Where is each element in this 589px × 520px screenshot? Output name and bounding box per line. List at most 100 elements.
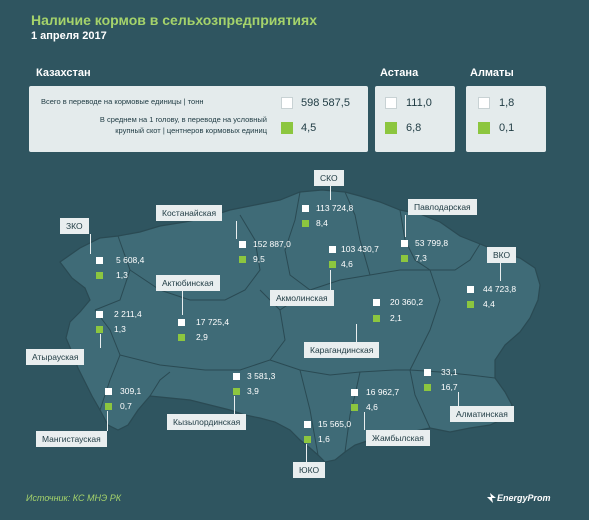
total-marker-icon bbox=[96, 257, 103, 264]
region-label-mangystau: Мангистауская bbox=[36, 431, 107, 447]
zhambyl-total: 16 962,7 bbox=[366, 387, 400, 397]
kostanay-per-head: 9,5 bbox=[253, 254, 265, 264]
region-label-almaty-reg: Алматинская bbox=[450, 406, 514, 422]
region-label-zko: ЗКО bbox=[60, 218, 89, 234]
pin-mangystau bbox=[107, 411, 108, 431]
almaty-panel: 1,8 0,1 bbox=[466, 86, 546, 152]
pin-pavlodar bbox=[405, 215, 406, 237]
source-note: Источник: КС МНЭ РК bbox=[26, 493, 122, 503]
energyprom-logo-icon bbox=[487, 493, 496, 503]
page-title: Наличие кормов в сельхозпредприятиях bbox=[31, 12, 317, 28]
pin-karaganda bbox=[356, 324, 357, 342]
pin-kostanay bbox=[236, 221, 237, 239]
region-label-pavlodar: Павлодарская bbox=[408, 199, 477, 215]
karaganda-total: 20 360,2 bbox=[390, 297, 424, 307]
per-head-marker-icon bbox=[385, 122, 397, 134]
region-label-karaganda: Карагандинская bbox=[304, 342, 380, 358]
per-head-marker-icon bbox=[329, 261, 336, 268]
total-marker-icon bbox=[478, 97, 490, 109]
per-head-marker-icon bbox=[233, 388, 240, 395]
vko-total: 44 723,8 bbox=[483, 284, 517, 294]
page-date: 1 апреля 2017 bbox=[31, 30, 107, 42]
mangystau-total: 309,1 bbox=[120, 386, 142, 396]
pin-kyzylorda bbox=[234, 396, 235, 414]
astana-panel: 111,0 6,8 bbox=[375, 86, 455, 152]
almaty-reg-per-head: 16,7 bbox=[441, 382, 458, 392]
total-marker-icon bbox=[329, 246, 336, 253]
region-label-atyrau: Атырауская bbox=[26, 349, 85, 365]
region-label-kyzylorda: Кызылординская bbox=[167, 414, 247, 430]
per-head-marker-icon bbox=[96, 326, 103, 333]
total-marker-icon bbox=[96, 311, 103, 318]
pin-vko bbox=[500, 263, 501, 281]
per-head-marker-icon bbox=[304, 436, 311, 443]
total-marker-icon bbox=[304, 421, 311, 428]
per-head-marker-icon bbox=[373, 315, 380, 322]
yuko-total: 15 565,0 bbox=[318, 419, 352, 429]
atyrau-per-head: 1,3 bbox=[114, 324, 126, 334]
almaty-reg-total: 33,1 bbox=[441, 367, 458, 377]
astana-total: 111,0 bbox=[406, 97, 432, 109]
karaganda-per-head: 2,1 bbox=[390, 313, 402, 323]
per-head-marker-icon bbox=[424, 384, 431, 391]
zhambyl-per-head: 4,6 bbox=[366, 402, 378, 412]
kyzylorda-total: 3 581,3 bbox=[247, 371, 276, 381]
region-label-kostanay: Костанайская bbox=[156, 205, 223, 221]
kyzylorda-per-head: 3,9 bbox=[247, 386, 259, 396]
akmola-per-head: 4,6 bbox=[341, 259, 353, 269]
per-head-desc-line2: крупный скот | центнеров кормовых единиц bbox=[115, 126, 267, 135]
per-head-marker-icon bbox=[302, 220, 309, 227]
almaty-total: 1,8 bbox=[499, 97, 515, 109]
atyrau-total: 2 211,4 bbox=[114, 309, 142, 319]
almaty-per-head: 0,1 bbox=[499, 122, 515, 134]
akmola-total: 103 430,7 bbox=[341, 244, 379, 254]
total-marker-icon bbox=[105, 388, 112, 395]
total-marker-icon bbox=[239, 241, 246, 248]
total-marker-icon bbox=[281, 97, 293, 109]
pin-aktobe bbox=[182, 291, 183, 315]
per-head-desc-line1: В среднем на 1 голову, в переводе на усл… bbox=[99, 115, 267, 124]
astana-header: Астана bbox=[380, 67, 419, 79]
per-head-marker-icon bbox=[281, 122, 293, 134]
total-marker-icon bbox=[385, 97, 397, 109]
energyprom-logo: EnergyProm bbox=[497, 493, 551, 503]
map-outline bbox=[59, 189, 541, 463]
per-head-marker-icon bbox=[478, 122, 490, 134]
total-marker-icon bbox=[178, 319, 185, 326]
pin-yuko bbox=[306, 444, 307, 462]
total-marker-icon bbox=[302, 205, 309, 212]
aktobe-per-head: 2,9 bbox=[196, 332, 208, 342]
per-head-marker-icon bbox=[467, 301, 474, 308]
region-label-akmola: Акмолинская bbox=[270, 290, 334, 306]
pin-almaty-reg bbox=[458, 392, 459, 406]
per-head-marker-icon bbox=[239, 256, 246, 263]
region-label-aktobe: Актюбинская bbox=[156, 275, 220, 291]
per-head-marker-icon bbox=[96, 272, 103, 279]
mangystau-per-head: 0,7 bbox=[120, 401, 132, 411]
pin-atyrau bbox=[100, 334, 101, 348]
kazakhstan-per-head: 4,5 bbox=[301, 122, 317, 134]
pin-sko bbox=[330, 186, 331, 200]
total-marker-icon bbox=[467, 286, 474, 293]
pin-zko bbox=[90, 234, 91, 254]
astana-per-head: 6,8 bbox=[406, 122, 422, 134]
pavlodar-total: 53 799,8 bbox=[415, 238, 449, 248]
pin-zhambyl bbox=[364, 412, 365, 430]
pavlodar-per-head: 7,3 bbox=[415, 253, 427, 263]
kazakhstan-total: 598 587,5 bbox=[301, 97, 350, 109]
zko-total: 5 608,4 bbox=[116, 255, 145, 265]
zko-per-head: 1,3 bbox=[116, 270, 128, 280]
region-label-yuko: ЮКО bbox=[293, 462, 326, 478]
per-head-marker-icon bbox=[105, 403, 112, 410]
aktobe-total: 17 725,4 bbox=[196, 317, 230, 327]
sko-total: 113 724,8 bbox=[316, 203, 354, 213]
kazakhstan-header: Казахстан bbox=[36, 67, 91, 79]
region-label-zhambyl: Жамбылская bbox=[366, 430, 430, 446]
total-marker-icon bbox=[233, 373, 240, 380]
vko-per-head: 4,4 bbox=[483, 299, 495, 309]
total-desc: Всего в переводе на кормовые единицы | т… bbox=[41, 97, 204, 106]
kazakhstan-panel: Всего в переводе на кормовые единицы | т… bbox=[29, 86, 368, 152]
kostanay-total: 152 887,0 bbox=[253, 239, 291, 249]
region-label-sko: СКО bbox=[314, 170, 344, 186]
